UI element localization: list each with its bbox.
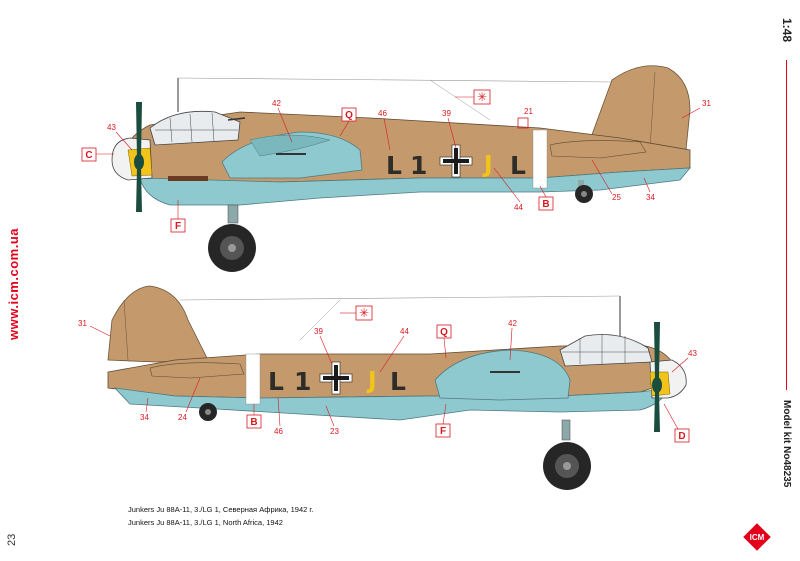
antenna-wire-bottom: [179, 295, 621, 301]
callout-31: 31: [702, 99, 711, 108]
callout-46-bottom: 46: [274, 427, 283, 436]
propeller-upper: [136, 102, 142, 158]
callout-42: 42: [272, 99, 281, 108]
caption-english: Junkers Ju 88A-11, 3./LG 1, North Africa…: [128, 518, 283, 527]
callout-39-bottom: 39: [314, 327, 323, 336]
top-profile: L 1 J L ✳ 43 42 46 39 21 31 44 25 34: [81, 65, 711, 272]
callout-34-bottom: 34: [140, 413, 149, 422]
svg-text:B: B: [250, 417, 257, 428]
wing-nacelle-bottom: [434, 349, 571, 401]
callout-23-bottom: 23: [330, 427, 339, 436]
code-letter-l: L: [386, 151, 402, 180]
callout-39: 39: [442, 109, 451, 118]
fuselage-white-band: [532, 129, 548, 189]
svg-text:D: D: [678, 431, 685, 442]
antenna-wire: [177, 77, 616, 83]
icm-logo: ICM: [743, 523, 771, 551]
code-letter-j: J: [482, 152, 493, 178]
box-c: [81, 147, 97, 162]
canopy-bottom: [559, 334, 653, 367]
tail-fin-bottom: [107, 285, 209, 363]
callout-42-bottom: 42: [508, 319, 517, 328]
svg-text:B: B: [542, 199, 549, 210]
code-number-1-bottom: 1: [294, 367, 311, 396]
spinner: [134, 154, 144, 170]
code-letter-l-bottom: L: [268, 367, 284, 396]
balkenkreuz: [439, 144, 473, 178]
fuselage-belly: [139, 167, 691, 206]
svg-text:F: F: [440, 426, 446, 437]
callout-34: 34: [646, 193, 655, 202]
tailplane: [549, 140, 647, 159]
svg-text:F: F: [175, 221, 181, 232]
exhausts: [168, 176, 208, 181]
code-letter-l2-bottom: L: [390, 367, 406, 396]
callout-31-bottom: 31: [78, 319, 87, 328]
code-letter-l2: L: [510, 151, 526, 180]
tail-fin: [589, 65, 691, 151]
svg-text:Q: Q: [440, 327, 448, 338]
propeller-lower-bottom: [654, 392, 660, 432]
tailplane-bottom: [149, 362, 245, 379]
rear-gun: [227, 117, 246, 121]
caption-russian: Junkers Ju 88A-11, 3./LG 1, Северная Афр…: [128, 505, 314, 514]
propeller-upper-bottom: [654, 322, 660, 378]
callout-21: 21: [524, 107, 533, 116]
antenna-wire-2: [429, 79, 491, 121]
model-kit-number: Model kit No48235: [781, 400, 792, 488]
callout-43: 43: [107, 123, 116, 132]
callout-44: 44: [514, 203, 523, 212]
canopy: [149, 111, 241, 146]
red-rule: [786, 60, 787, 390]
fuselage-white-band-bottom: [245, 353, 261, 405]
scale-label: 1:48: [780, 18, 794, 43]
svg-text:✳: ✳: [477, 90, 487, 104]
svg-text:Q: Q: [345, 110, 353, 121]
callout-25: 25: [612, 193, 621, 202]
balkenkreuz-bottom: [319, 361, 353, 395]
bottom-profile: L 1 J L ✳ 31 39 44 42 43: [78, 285, 697, 490]
svg-text:C: C: [85, 150, 92, 161]
box-d-bottom: [674, 428, 690, 443]
rudder-line: [649, 71, 656, 149]
code-number-1: 1: [410, 151, 427, 180]
svg-text:✳: ✳: [359, 306, 369, 320]
callout-24-bottom: 24: [178, 413, 187, 422]
logo-text: ICM: [750, 533, 765, 542]
propeller-lower: [136, 168, 142, 212]
callout-43-bottom: 43: [688, 349, 697, 358]
callout-46: 46: [378, 109, 387, 118]
code-letter-j-bottom: J: [366, 368, 377, 394]
callout-44-bottom: 44: [400, 327, 409, 336]
main-gear-leg: [227, 204, 239, 224]
